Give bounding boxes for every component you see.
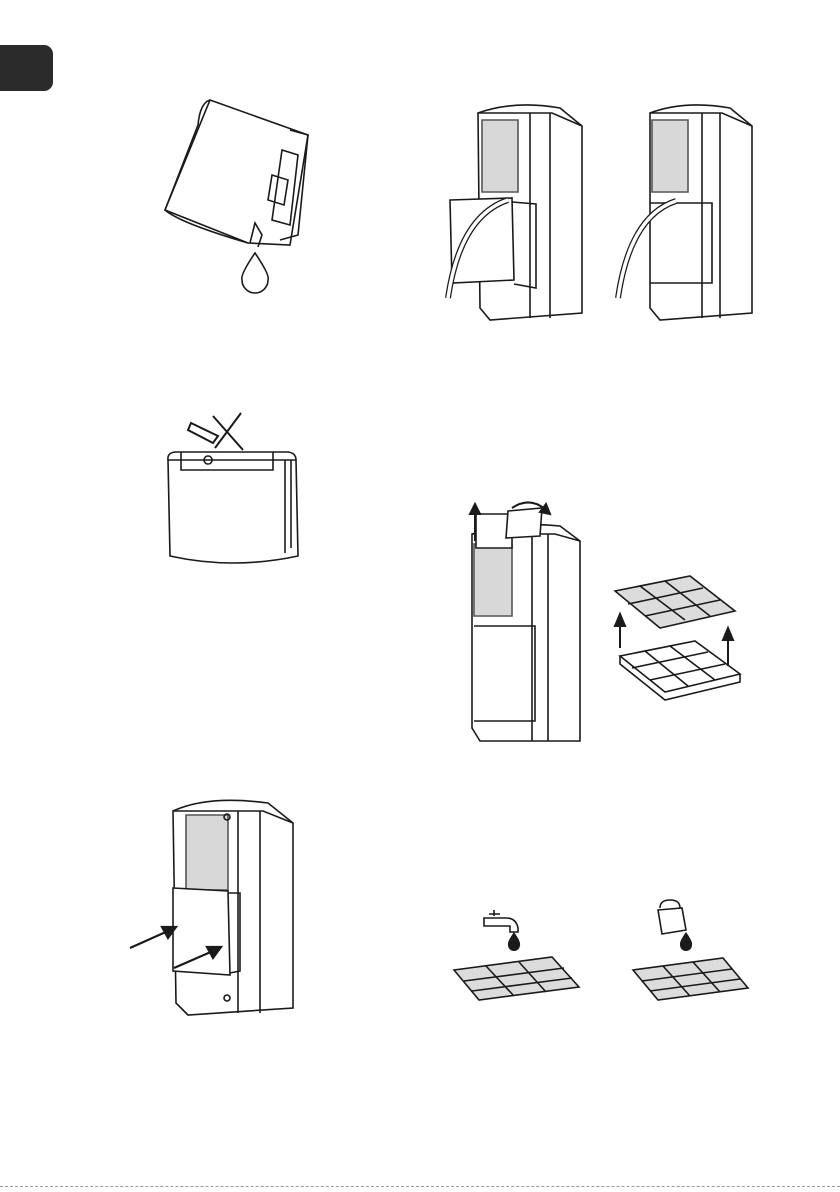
language-tab — [0, 45, 53, 91]
figure-tank-insert — [128, 793, 303, 1023]
figure-filter-remove — [460, 496, 760, 746]
figure-filter-detergent — [628, 898, 763, 1004]
water-drop-icon — [242, 253, 268, 293]
page-bottom-rule — [0, 1186, 840, 1187]
figure-tank-pour — [160, 95, 320, 295]
detergent-icon — [658, 900, 686, 934]
prohibited-float-icon — [188, 413, 243, 450]
water-drop-icon — [680, 932, 692, 951]
figure-hose-drain — [440, 98, 770, 326]
faucet-icon — [484, 910, 518, 932]
water-drop-icon — [508, 932, 520, 951]
figure-tank-no-float — [163, 408, 303, 570]
figure-filter-wash — [444, 902, 589, 1004]
